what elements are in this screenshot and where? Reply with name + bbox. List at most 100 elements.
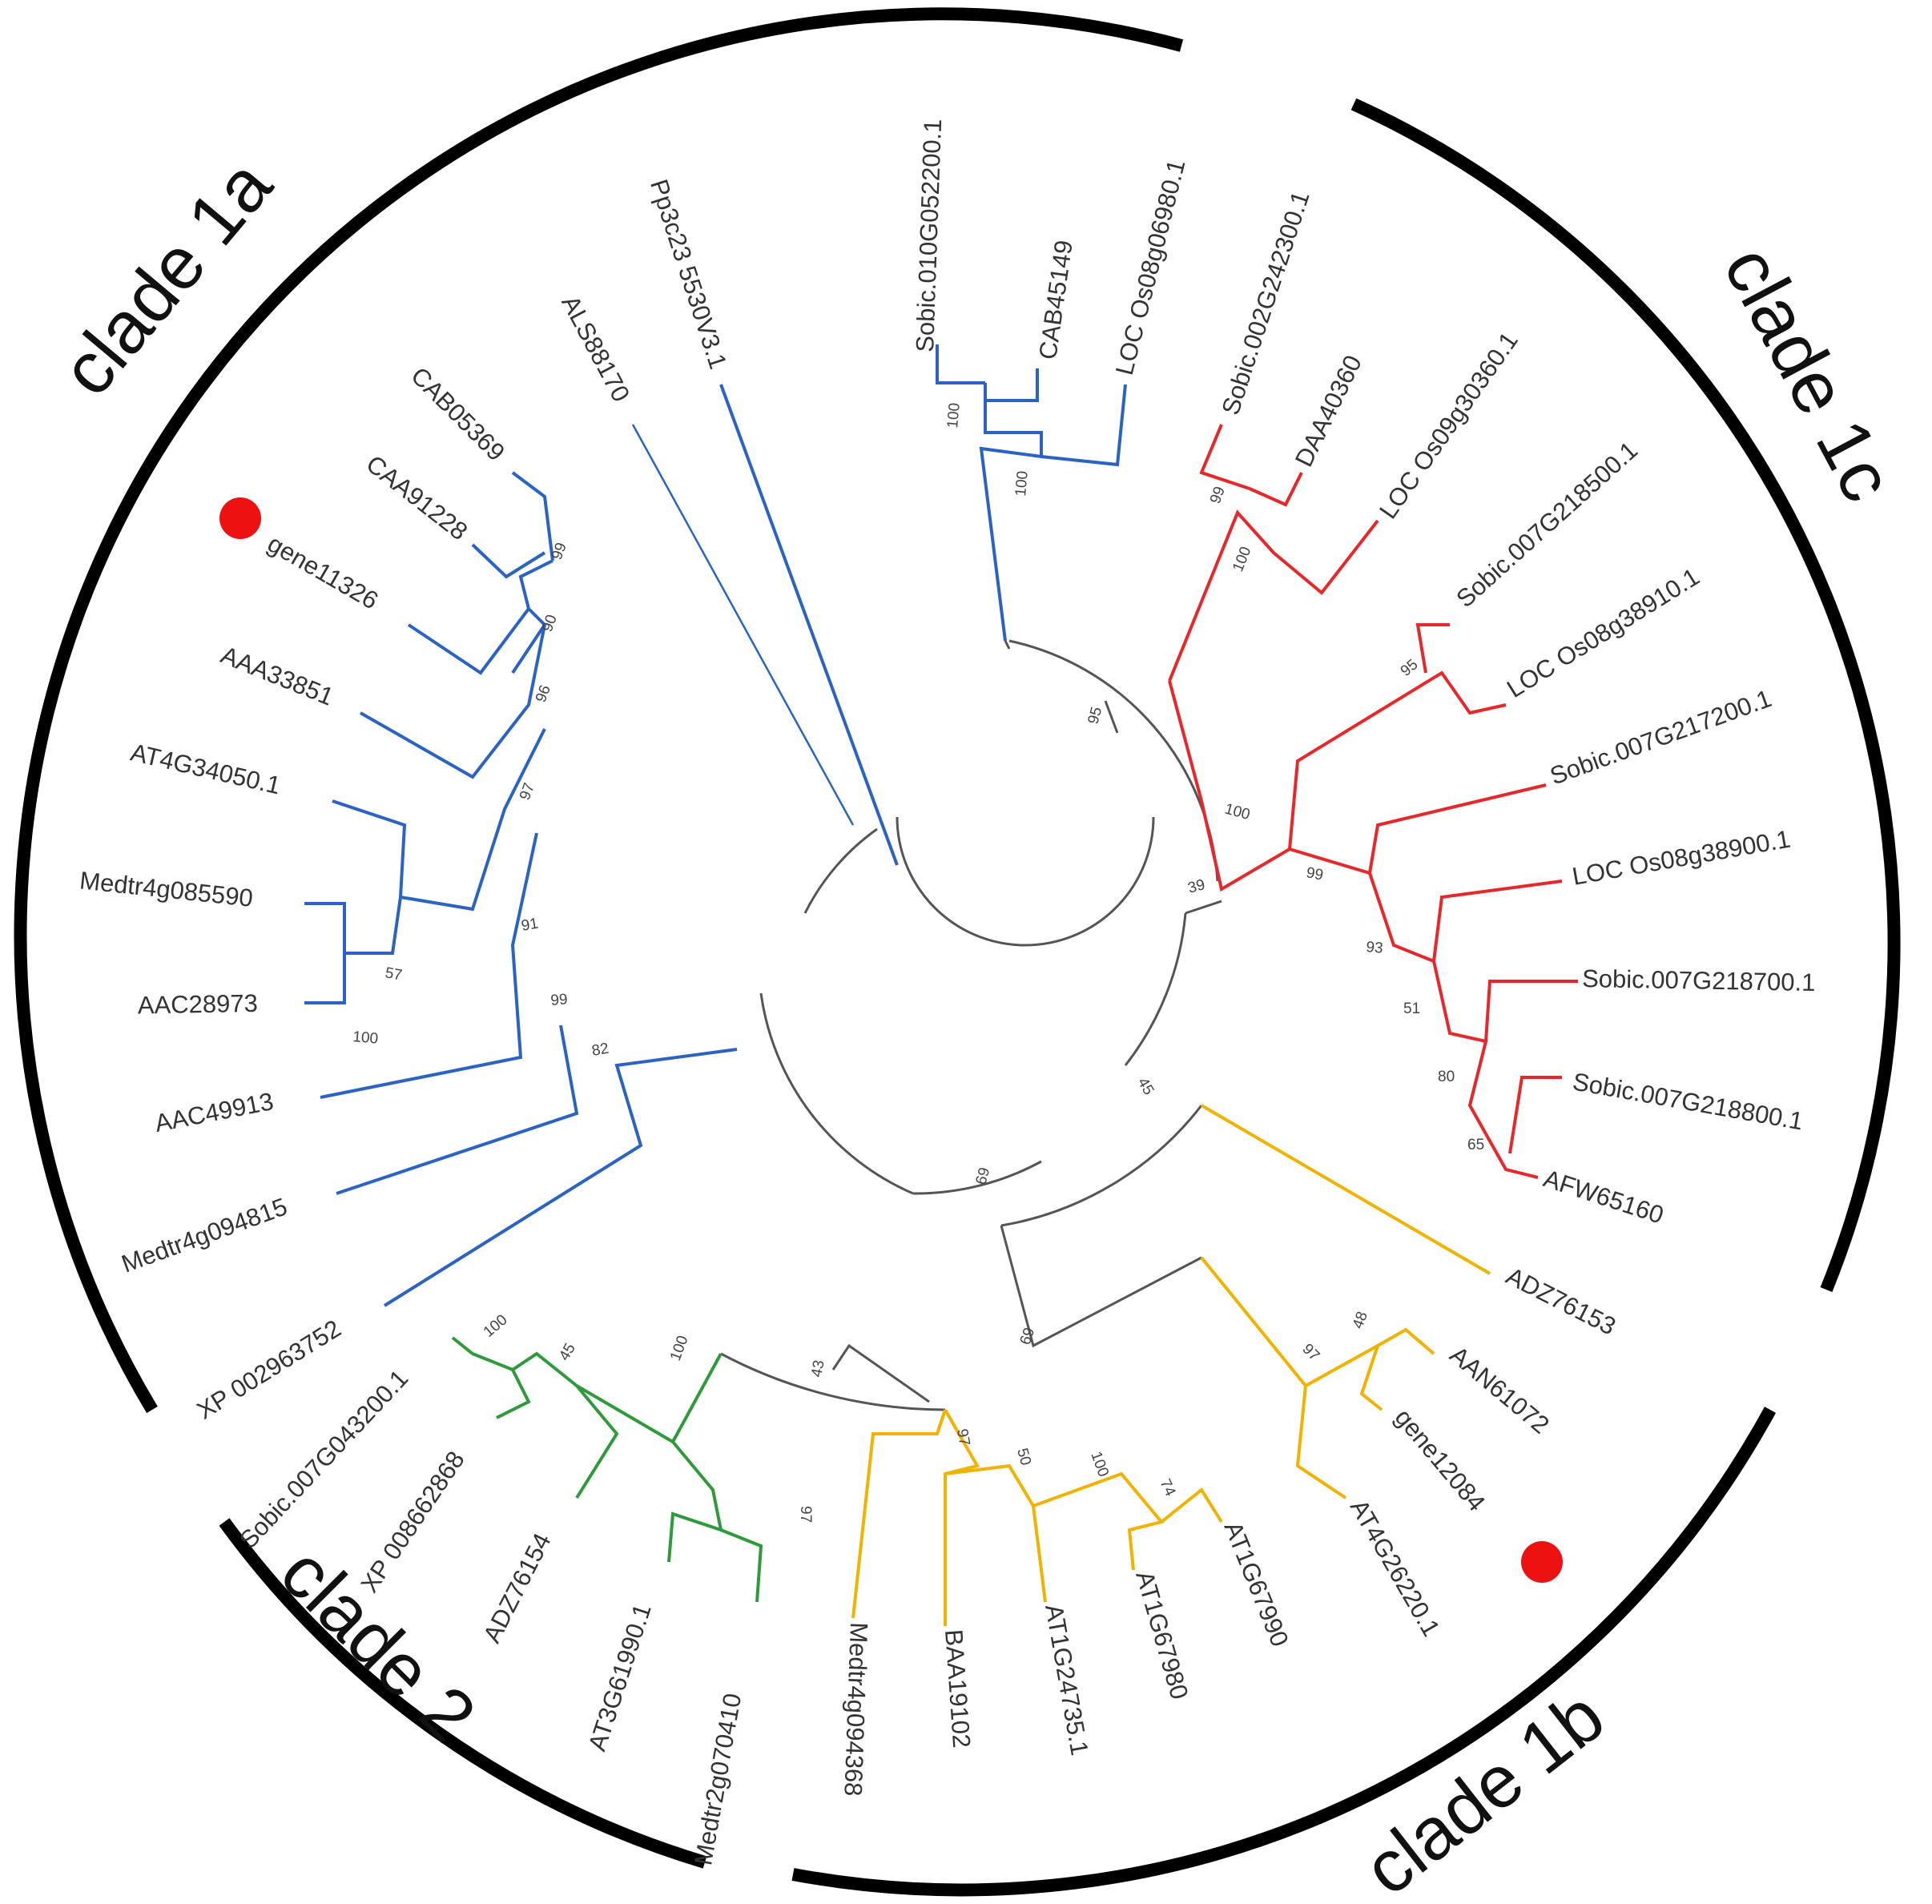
branch-l31 xyxy=(304,728,546,1004)
branch-l13 xyxy=(1168,680,1539,1179)
branch-l28 xyxy=(383,1048,738,1307)
bootstrap-label: 80 xyxy=(1438,1069,1455,1085)
branch-l38 xyxy=(631,424,855,826)
branch-l23 xyxy=(720,1528,763,1603)
leaf-label: gene12084 xyxy=(1390,1403,1491,1516)
backbone-inner-arc xyxy=(803,827,878,914)
bootstrap-label: 100 xyxy=(1223,801,1252,823)
branch-node-a2 xyxy=(511,559,553,674)
bootstrap-label: 45 xyxy=(556,1341,579,1364)
bootstrap-label: 100 xyxy=(667,1334,692,1363)
leaf-label: AT4G34050.1 xyxy=(128,738,284,799)
leaf-label: AAC28973 xyxy=(138,989,259,1020)
bootstrap-label: 51 xyxy=(1403,1000,1420,1017)
branch-l27 xyxy=(451,1336,722,1444)
leaf-label: Sobic.007G043200.1 xyxy=(234,1364,413,1554)
clade-arc-1a xyxy=(14,7,1184,1414)
leaf-label: CAB45149 xyxy=(1033,239,1078,361)
bootstrap-label: 93 xyxy=(1366,939,1384,957)
leaf-label: Medtr4g094815 xyxy=(118,1192,291,1278)
bootstrap-label: 100 xyxy=(352,1028,379,1048)
bootstrap-label: 45 xyxy=(1134,1075,1157,1098)
leaf-label: LOC Os09g30360.1 xyxy=(1374,327,1523,524)
branch-l36 xyxy=(471,543,546,579)
leaf-label: AAA33851 xyxy=(217,641,338,711)
leaf-label: Sobic.007G218700.1 xyxy=(1582,964,1816,996)
branch-l02 xyxy=(985,368,1039,402)
backbone-stem-1 xyxy=(1004,640,1011,650)
branches-clade-1b xyxy=(851,1104,1491,1626)
backbone-arc-3 xyxy=(1124,912,1187,1066)
branch-l06 xyxy=(1168,509,1379,682)
bootstrap-label: 65 xyxy=(1467,1137,1484,1153)
backbone-stem-2 xyxy=(1104,700,1119,734)
branch-l35 xyxy=(407,607,530,675)
branches-clade-1c xyxy=(1168,424,1578,1179)
leaf-label: XP 008662868 xyxy=(355,1446,469,1597)
branches-clade-2 xyxy=(451,1336,763,1603)
bootstrap-label: 97 xyxy=(517,781,538,803)
marker-gene12084 xyxy=(1521,1541,1563,1583)
branch-l18 xyxy=(1160,1487,1223,1524)
leaf-label: AT1G67990 xyxy=(1219,1518,1294,1651)
leaf-label: Sobic.002G242300.1 xyxy=(1216,187,1314,418)
bootstrap-label: 95 xyxy=(1085,705,1106,726)
branch-l24 xyxy=(667,1440,723,1563)
clade-arc-1b xyxy=(791,1407,1777,1897)
branch-l10 xyxy=(1432,880,1563,962)
leaf-label: ADZ76153 xyxy=(1502,1262,1620,1340)
bootstrap-label: 91 xyxy=(520,916,539,935)
branch-l07 xyxy=(1415,623,1450,674)
bootstrap-label: 97 xyxy=(953,1427,972,1447)
clade-label-1c: clade 1c xyxy=(1708,234,1909,514)
leaf-label: LOC Os08g38900.1 xyxy=(1570,825,1793,891)
branch-l37 xyxy=(511,471,554,562)
leaf-label: Medtr4g085590 xyxy=(78,866,255,912)
leaf-label: XP 002963752 xyxy=(192,1314,346,1425)
marker-gene11326 xyxy=(219,497,261,539)
branch-l01 xyxy=(936,344,985,384)
branch-l16 xyxy=(1200,1256,1383,1411)
leaf-label: Sobic.007G218500.1 xyxy=(1451,436,1643,613)
branches-clade-1a xyxy=(304,344,1127,1307)
leaf-label: Medtr4g094368 xyxy=(839,1622,873,1797)
branch-l15 xyxy=(1377,1327,1435,1355)
leaf-label: ADZ76154 xyxy=(477,1528,556,1647)
leaf-label: BAA19102 xyxy=(940,1628,976,1749)
backbone-arc-4 xyxy=(912,1160,1042,1195)
bootstrap-label: 100 xyxy=(1012,470,1032,497)
bootstrap-label: 48 xyxy=(1350,1310,1371,1331)
backbone-arc-2 xyxy=(1008,639,1219,882)
leaf-label: LOC Os08g38910.1 xyxy=(1502,562,1704,703)
clade-arc-2 xyxy=(219,1518,707,1869)
branch-l26 xyxy=(496,1369,531,1419)
leaf-label: Sobic.007G217200.1 xyxy=(1546,684,1775,791)
backbone-branches xyxy=(720,639,1222,1411)
bootstrap-label: 74 xyxy=(1156,1476,1178,1499)
branch-l12 xyxy=(1508,1076,1562,1154)
bootstrap-values: 100 100 95 99 100 95 100 99 93 51 80 65 … xyxy=(352,402,1485,1523)
backbone-arc-5 xyxy=(1000,1105,1203,1227)
branch-l25 xyxy=(575,1384,619,1499)
branch-l14 xyxy=(1200,1104,1491,1275)
branch-l19 xyxy=(1032,1471,1165,1571)
branch-l21 xyxy=(944,1409,980,1626)
branch-l03 xyxy=(1040,384,1127,467)
leaf-label: Sobic.007G218800.1 xyxy=(1571,1067,1805,1135)
branch-node-1a1 xyxy=(979,383,1043,642)
clade-labels: clade 1a clade 1c clade 1b clade 2 xyxy=(46,144,1909,1904)
branch-l08 xyxy=(1288,670,1507,850)
bootstrap-label: 82 xyxy=(590,1041,610,1060)
bootstrap-label: 100 xyxy=(1230,545,1254,574)
leaf-label: LOC Os08g06980.1 xyxy=(1110,157,1191,378)
branch-l09 xyxy=(1368,783,1547,874)
bootstrap-label: 99 xyxy=(1207,485,1229,506)
branch-l04 xyxy=(1199,424,1250,490)
leaf-label: AT4G26220.1 xyxy=(1345,1495,1446,1641)
leaf-label: AFW65160 xyxy=(1540,1164,1667,1229)
branch-l33 xyxy=(332,799,407,898)
bootstrap-label: 100 xyxy=(481,1311,511,1340)
leaf-label: CAB05369 xyxy=(405,361,510,466)
backbone-arc-8 xyxy=(831,1343,930,1403)
